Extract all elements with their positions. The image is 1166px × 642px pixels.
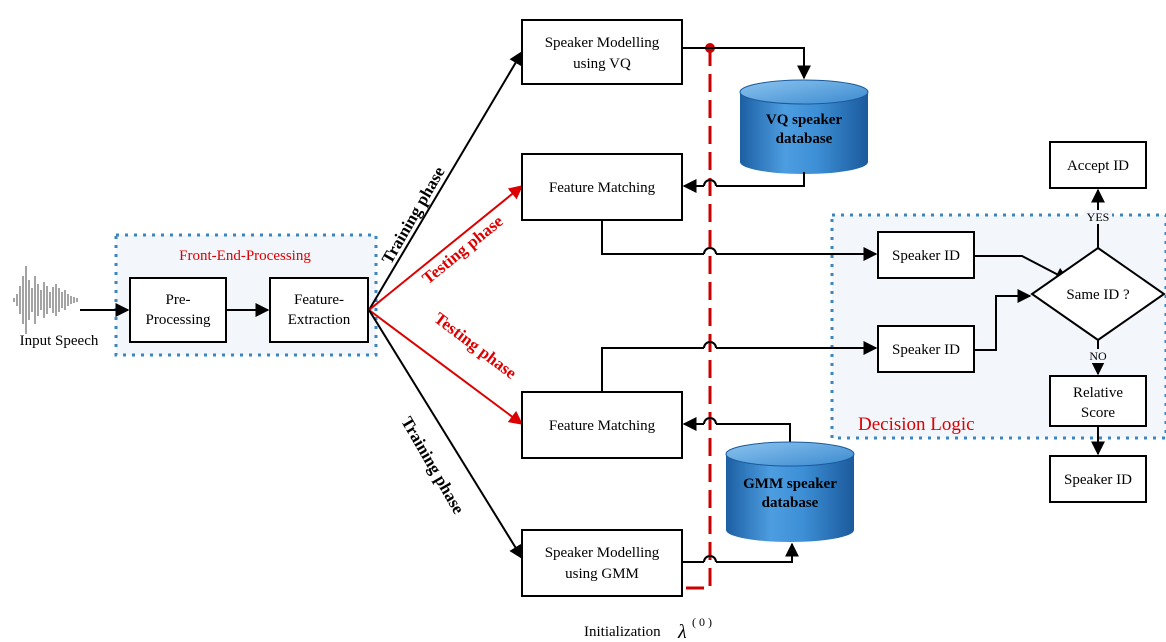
- vq-modelling-box: [521, 19, 683, 85]
- gmm-modelling-line2: using GMM: [565, 566, 639, 582]
- relative-score-line1: Relative: [1073, 385, 1123, 401]
- pre-processing-line1: Pre-: [166, 292, 191, 308]
- gmm-database-line1: GMM speaker: [743, 476, 837, 492]
- accept-id-label: Accept ID: [1067, 158, 1129, 174]
- gmm-matching-to-speaker-id-wire: [601, 347, 704, 392]
- feature-extraction-line2: Extraction: [288, 312, 351, 328]
- testing-phase-bottom-label: Testing phase: [430, 308, 520, 382]
- vq-database-to-matching-wire: [716, 172, 805, 187]
- speaker-id-label-2: Speaker ID: [892, 342, 960, 358]
- gmm-matching-label: Feature Matching: [549, 418, 656, 434]
- input-speech-label: Input Speech: [20, 333, 99, 349]
- yes-label-bg: [1084, 210, 1112, 224]
- speaker-id-label-1: Speaker ID: [892, 248, 960, 264]
- gmm-modelling-hop: [703, 555, 717, 563]
- training-phase-top-label: Training phase: [378, 163, 449, 267]
- testing-bottom-arrow: [368, 309, 524, 425]
- vq-matching-box: [521, 153, 683, 221]
- no-label: NO: [1089, 349, 1107, 363]
- relative-score-box: [1049, 375, 1147, 427]
- pre-processing-line2: Processing: [146, 312, 211, 328]
- vq-database-line1: VQ speaker: [766, 112, 843, 128]
- vq-matching-label: Feature Matching: [549, 180, 656, 196]
- accept-id-box: [1049, 141, 1147, 189]
- gmm-matching-hop: [703, 341, 717, 349]
- gmm-database-line2: database: [762, 495, 819, 511]
- feature-extraction-box: [269, 277, 369, 343]
- gmm-modelling-box: [521, 529, 683, 597]
- same-id-label: Same ID ?: [1066, 287, 1130, 303]
- initialization-label: Initialization: [584, 624, 661, 640]
- gmm-modelling-line1: Speaker Modelling: [545, 545, 660, 561]
- vq-modelling-line2: using VQ: [573, 56, 631, 72]
- training-phase-bottom-label: Training phase: [397, 413, 468, 517]
- vq-to-database-arrow: [682, 47, 811, 80]
- gmm-modelling-to-database-arrow: [716, 542, 799, 563]
- gmm-database-to-matching-wire: [716, 423, 791, 446]
- gmm-database-hop: [703, 417, 717, 425]
- pre-processing-box: [129, 277, 227, 343]
- speaker-id-1-to-decision-arrow: [974, 255, 1070, 281]
- final-speaker-id-box: [1049, 455, 1147, 503]
- waveform-icon: [13, 266, 78, 334]
- training-bottom-arrow: [368, 309, 523, 560]
- speaker-id-box-2: [877, 325, 975, 373]
- frontend-title: Front-End-Processing: [179, 248, 311, 264]
- speaker-id-box-1: [877, 231, 975, 279]
- vq-database-cylinder: [739, 79, 869, 174]
- relative-score-line2: Score: [1081, 405, 1115, 421]
- no-label-bg: [1086, 349, 1110, 363]
- testing-phase-top-label: Testing phase: [418, 211, 507, 288]
- initialization-lambda: λ: [677, 621, 687, 642]
- gmm-database-cylinder: [725, 441, 855, 542]
- vq-database-line2: database: [776, 131, 833, 147]
- final-speaker-id-label: Speaker ID: [1064, 472, 1132, 488]
- vq-database-hop: [703, 179, 717, 187]
- training-top-arrow: [368, 50, 523, 311]
- vq-matching-hop: [703, 247, 717, 255]
- vq-modelling-line1: Speaker Modelling: [545, 35, 660, 51]
- testing-top-arrow: [368, 185, 524, 311]
- feature-extraction-line1: Feature-: [294, 292, 344, 308]
- initialization-dashed-line: [582, 48, 712, 590]
- speaker-id-2-to-decision-arrow: [974, 289, 1032, 351]
- yes-label: YES: [1087, 210, 1110, 224]
- vq-matching-to-speaker-id-wire: [601, 220, 704, 255]
- decision-title: Decision Logic: [858, 414, 975, 435]
- gmm-matching-box: [521, 391, 683, 459]
- initialization-superscript: ( 0 ): [692, 615, 712, 629]
